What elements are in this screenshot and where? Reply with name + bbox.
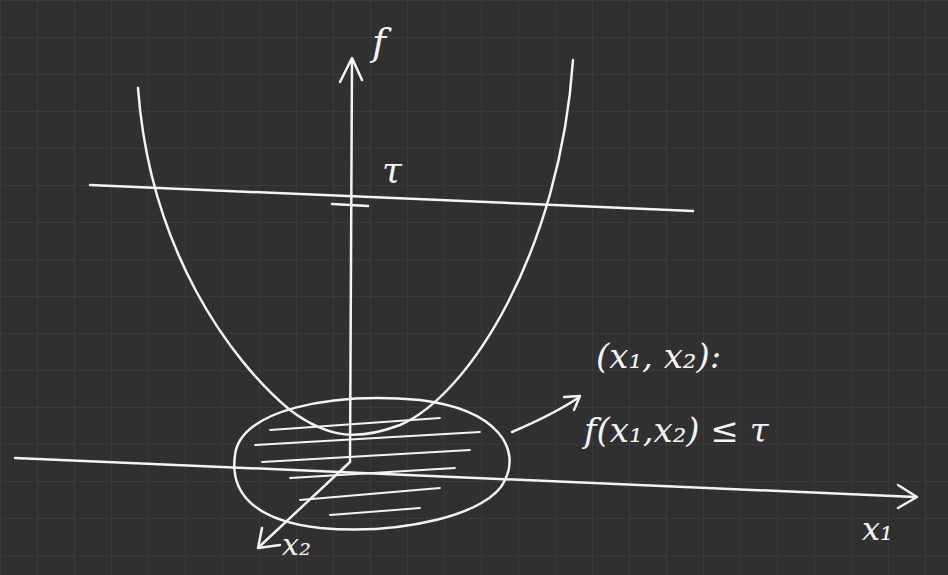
axis-label: x₁ [862, 512, 893, 547]
arrowhead [258, 528, 280, 548]
set-label: (x₁, x₂): [596, 338, 721, 375]
tick [332, 204, 368, 206]
f-axis [350, 60, 352, 462]
level-label: τ [382, 150, 402, 190]
axis-label: x₂ [282, 528, 311, 561]
sublevel-set [234, 398, 509, 529]
hatching [255, 418, 480, 515]
set-condition: f(x₁,x₂) ≤ τ [584, 412, 768, 449]
arrowhead [564, 396, 580, 410]
parabola [138, 60, 573, 435]
arrowhead [898, 485, 917, 508]
axis-label: f [372, 22, 386, 64]
arrowhead [340, 58, 362, 82]
x1-axis [15, 458, 915, 497]
leader-arrow [512, 398, 578, 432]
